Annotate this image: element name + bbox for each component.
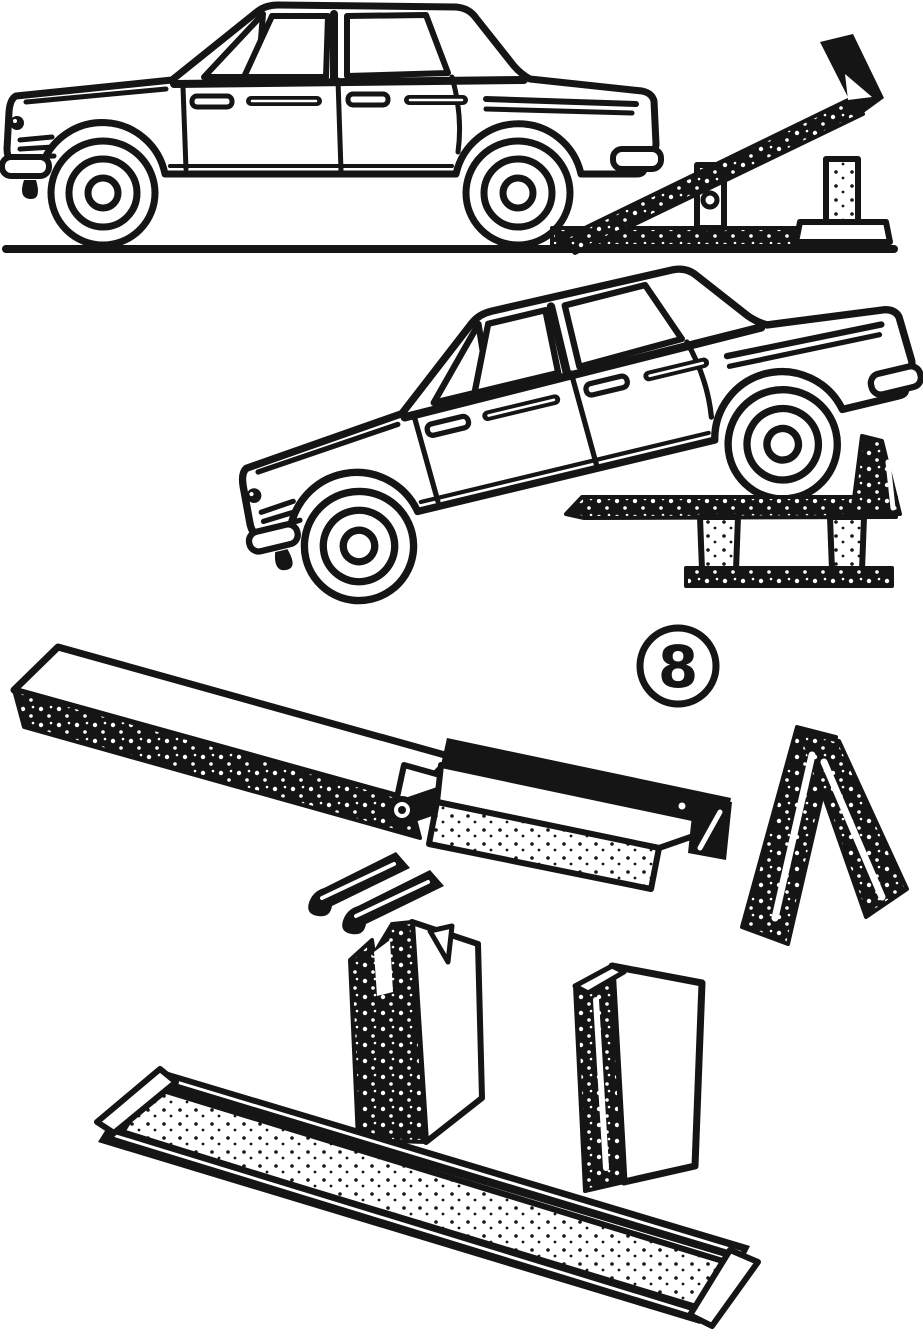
base-far-rail-highlight: [168, 1078, 742, 1254]
figure-number: 8: [658, 633, 698, 701]
platform-channel-part: [426, 738, 732, 892]
saddle-strip-1-highlight: [320, 862, 396, 900]
base-channel-part: [94, 1066, 761, 1329]
platform-base-bar: [684, 566, 894, 588]
channel-front-face: [426, 799, 662, 892]
channel-post-back-wall: [608, 962, 706, 1186]
base-near-rail-highlight: [114, 1134, 702, 1317]
a-frame-right-leg-highlight: [820, 758, 886, 901]
channel-end-bracket-highlight: [697, 809, 723, 851]
saddle-clamp-part: [308, 852, 444, 935]
platform-post-right: [827, 514, 867, 573]
wheel-stop-wedge: [850, 434, 902, 516]
rear-support-base: [793, 219, 893, 245]
saddle-strip-2-highlight: [354, 880, 430, 918]
notched-post-part: [348, 919, 485, 1145]
a-frame-left-leg: [740, 725, 838, 946]
hinge-pin-hole: [700, 190, 720, 210]
ramp-assembly: [550, 34, 893, 255]
base-left-end-cap: [94, 1066, 179, 1136]
channel-post-part: [572, 962, 706, 1193]
channel-post-top-face: [572, 963, 627, 996]
channel-post-flange-highlight: [593, 997, 609, 1171]
ramp-plank-inclined: [558, 98, 865, 255]
channel-back-wall: [441, 738, 731, 825]
platform-assembly: [564, 434, 902, 588]
rear-support-post: [823, 156, 861, 225]
a-frame-left-leg-highlight: [771, 751, 816, 922]
hinge-pin: [398, 806, 406, 814]
scene-car-approaching-ramp: [2, 5, 898, 255]
base-right-end-cap: [687, 1247, 761, 1329]
a-frame-support-part: [740, 725, 909, 946]
plank-front-face: [12, 688, 422, 840]
notched-post-top-notch: [427, 923, 455, 965]
exploded-view: 8: [10, 624, 909, 1329]
latch-loop: [673, 797, 691, 815]
wheel-stop-wedge-highlight: [885, 459, 896, 511]
figure-number-badge: [636, 624, 720, 708]
notched-post-notch: [374, 940, 393, 996]
platform-post-left: [697, 514, 741, 573]
ramp-stop-flag-highlight: [845, 74, 872, 100]
scene-car-raised-on-ramp: [210, 217, 923, 624]
